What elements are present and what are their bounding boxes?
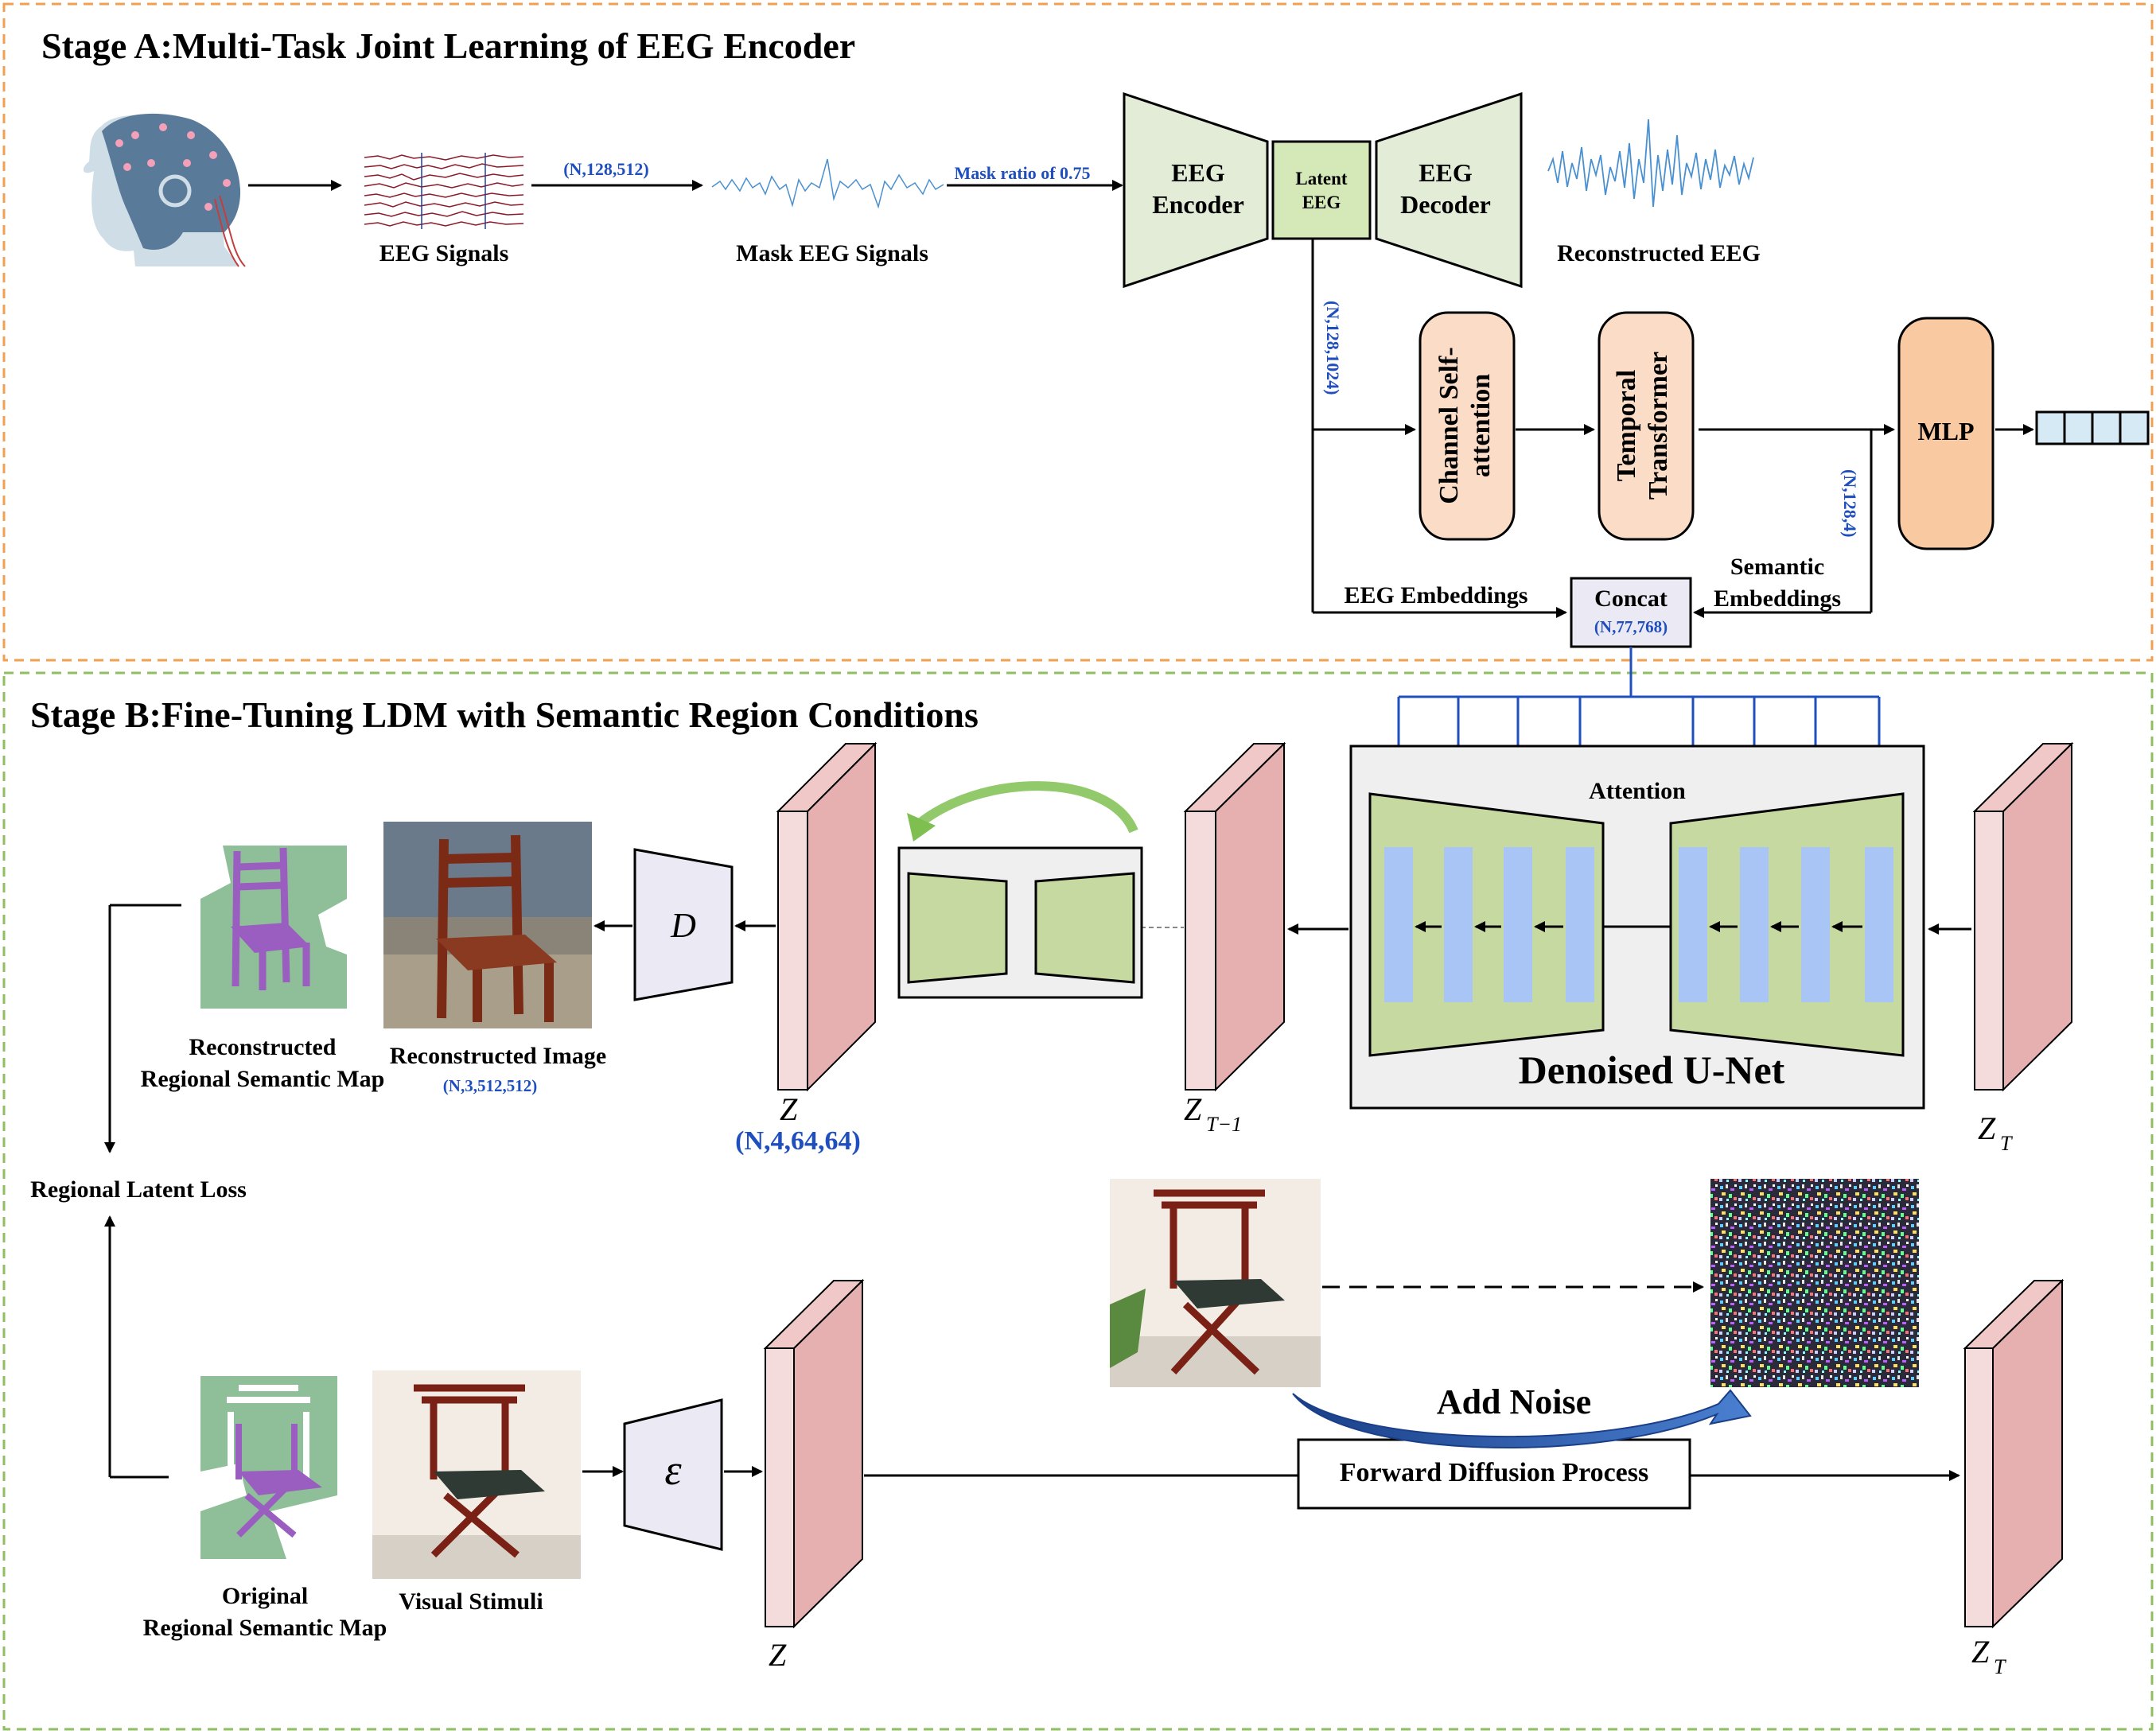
svg-text:T: T [1994,1655,2006,1678]
channel-attention-block [1419,311,1516,541]
stage-b-border [2,671,2154,1731]
forward-diffusion-label: Forward Diffusion Process [1340,1458,1648,1487]
unet-encoder-half [1368,792,1605,1057]
forward-diffusion-box [1297,1438,1691,1510]
add-noise-arc [1292,1389,1752,1448]
concat-block [1570,577,1692,648]
noise-image [1710,1179,1919,1387]
channel-attention-label-2: attention [1466,374,1496,477]
mlp-output-vector [2035,410,2150,445]
reconstructed-semantic-map [200,846,347,1009]
latent-cube-zt-bottom [1963,1278,2065,1629]
zt-top-label: Z T [1978,1110,2013,1155]
iteration-loop-arrow [912,781,1138,834]
clean-image [1110,1179,1321,1387]
z-top-label: Z [780,1091,798,1127]
stage-a-title: Stage A:Multi-Task Joint Learning of EEG… [41,25,855,66]
zt-bottom-label: Z T [1971,1634,2006,1678]
reconstructed-eeg-waveform [1547,119,1754,208]
svg-text:Z: Z [1971,1634,1990,1670]
eeg-encoder-block [1123,91,1269,289]
unet-label: Denoised U-Net [1519,1048,1785,1092]
eeg-decoder-label-1: EEG [1419,158,1473,187]
temporal-transformer-block [1598,311,1695,541]
reconstructed-image [383,822,592,1028]
z-bottom-label: Z [769,1637,787,1673]
unet-feature-bars [1384,847,1893,1002]
iterative-unet-decoder [1034,872,1135,984]
latent-cube-z-top [776,741,878,1092]
eeg-embeddings-label: EEG Embeddings [1345,582,1528,608]
reconstructed-eeg-label: Reconstructed EEG [1557,240,1761,266]
semantic-embeddings-label-1: Semantic [1730,554,1824,580]
visual-stimuli-label: Visual Stimuli [399,1588,543,1615]
original-semantic-map [200,1376,337,1559]
latent-eeg-block [1271,140,1372,240]
concat-shape-label: (N,77,768) [1594,617,1668,636]
svg-text:T−1: T−1 [1206,1113,1242,1136]
eeg-decoder-block [1375,91,1523,289]
mask-eeg-waveform [711,158,944,209]
iterative-unet-encoder [907,872,1008,984]
concat-label: Concat [1594,585,1668,612]
vae-decoder-block [633,848,734,1001]
iteration-loop-arrowhead [907,813,936,842]
latent-eeg-label-1: Latent [1295,169,1348,189]
original-map-label-1: Original [222,1583,308,1609]
reconstructed-map-label-2: Regional Semantic Map [141,1066,385,1092]
vae-decoder-symbol: D [670,906,696,945]
vae-encoder-block [623,1398,723,1551]
head-icon [83,113,246,267]
stage-a-border [2,2,2154,662]
eeg-encoder-label-1: EEG [1171,158,1225,187]
latent-eeg-label-2: EEG [1302,192,1341,212]
eeg-signals-label: EEG Signals [379,240,509,266]
svg-text:Z: Z [1978,1110,1996,1146]
channel-attention-label-1: Channel Self- [1434,347,1464,503]
eeg-signals-plot [362,151,525,231]
svg-text:Z: Z [1184,1091,1202,1127]
svg-text:T: T [2000,1132,2013,1155]
unet-decoder-half [1669,792,1905,1057]
reconstructed-image-label: Reconstructed Image [390,1043,606,1069]
shape-label-1: (N,128,512) [563,159,649,179]
vae-encoder-symbol: ε [664,1446,682,1494]
mask-eeg-label: Mask EEG Signals [736,240,928,266]
latent-cube-z-bottom [763,1278,865,1629]
stage-b-title: Stage B:Fine-Tuning LDM with Semantic Re… [30,694,979,735]
z-shape-label: (N,4,64,64) [735,1126,861,1156]
reconstructed-image-shape: (N,3,512,512) [443,1076,537,1095]
latent-cube-zt-top [1972,741,2074,1092]
temporal-transformer-label-1: Temporal [1612,370,1641,481]
latent-cube-zt-minus-1 [1183,741,1286,1092]
mlp-label: MLP [1917,417,1974,445]
eeg-decoder-label-2: Decoder [1400,190,1491,219]
loss-connectors [104,904,181,1479]
shape-label-2: (N,128,1024) [1323,301,1343,395]
attention-label: Attention [1589,778,1686,804]
mlp-block [1897,317,1994,550]
add-noise-label: Add Noise [1437,1382,1591,1421]
temporal-transformer-label-2: Transformer [1644,352,1673,500]
reconstructed-map-label-1: Reconstructed [189,1034,337,1060]
regional-loss-label: Regional Latent Loss [30,1176,247,1203]
mask-ratio-label: Mask ratio of 0.75 [954,163,1090,183]
original-map-label-2: Regional Semantic Map [143,1615,387,1641]
semantic-embeddings-label-2: Embeddings [1714,585,1841,612]
shape-label-3: (N,128,4) [1840,469,1860,538]
eeg-encoder-label-2: Encoder [1152,190,1244,219]
zt-minus-1-label: Z T−1 [1184,1091,1242,1136]
visual-stimuli-image [372,1370,581,1579]
